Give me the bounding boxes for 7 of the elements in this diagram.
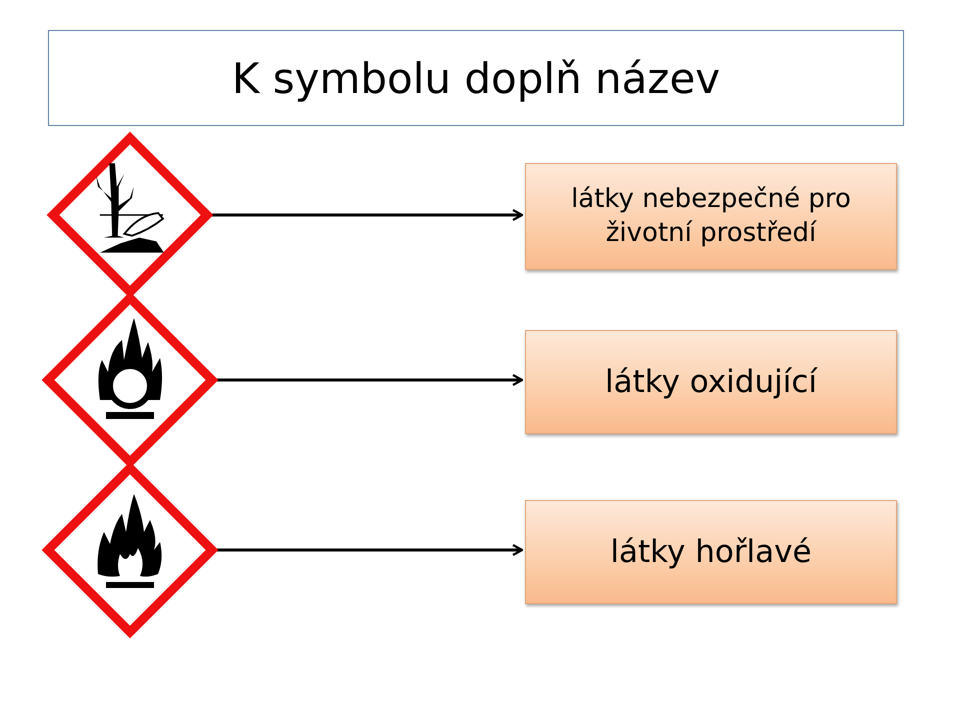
name-box: látky nebezpečné pro životní prostředí bbox=[525, 163, 897, 270]
title: K symbolu doplň název bbox=[48, 30, 904, 126]
name-box: látky oxidující bbox=[525, 330, 897, 434]
arrow bbox=[215, 544, 524, 556]
arrow bbox=[210, 208, 524, 222]
name-box: látky hořlavé bbox=[525, 500, 897, 604]
arrow bbox=[215, 374, 524, 386]
